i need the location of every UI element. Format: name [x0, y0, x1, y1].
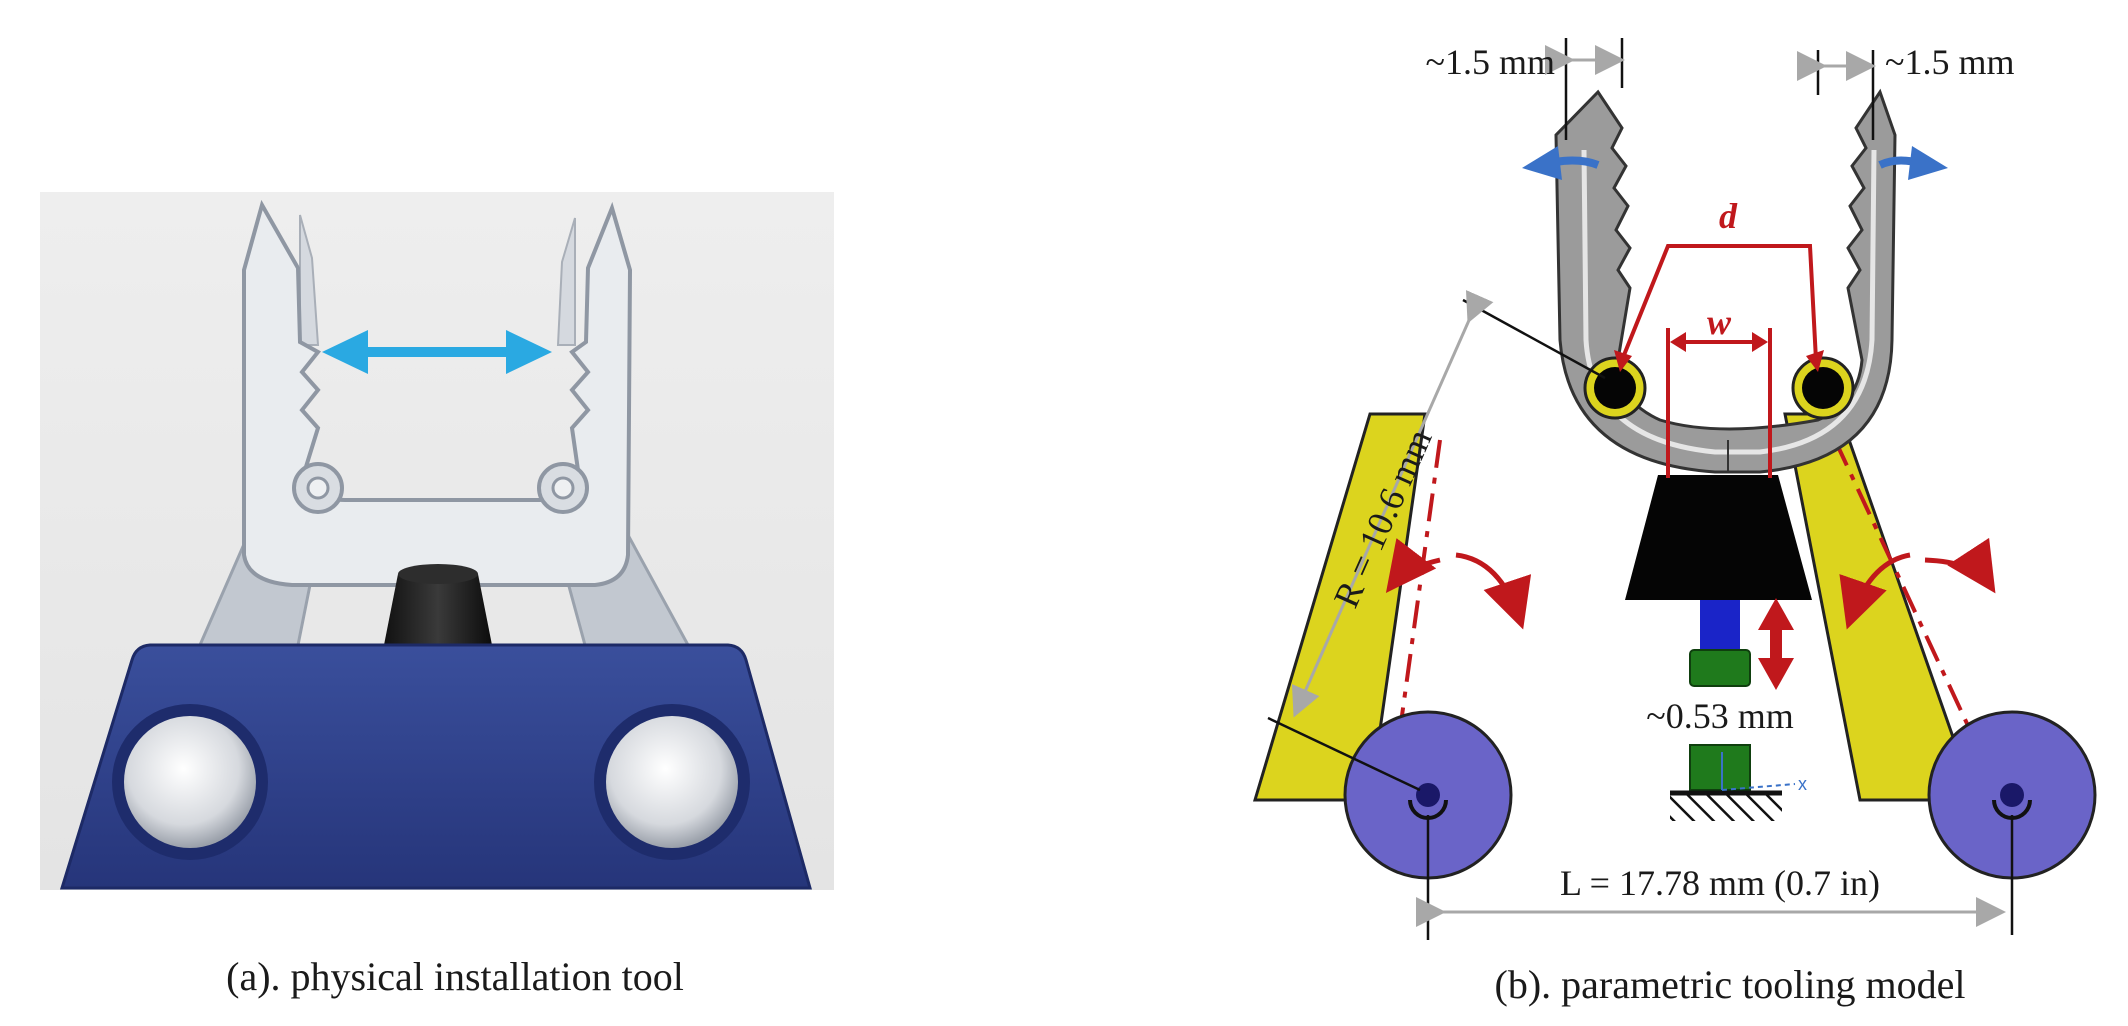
plunger: [384, 574, 492, 645]
jaw-opening-arrow: [322, 330, 552, 374]
right-blue-arrow: [1878, 146, 1948, 180]
radius-leader-bottom: [1267, 716, 1421, 792]
w-label: w: [1707, 302, 1732, 342]
plunger-cone: [1625, 475, 1812, 600]
ground-hatch: [1670, 795, 1782, 821]
stroke-label: ~0.53 mm: [1646, 696, 1793, 736]
plunger-collar: [1689, 649, 1751, 687]
base-block: [1689, 744, 1751, 791]
panel-a-photo: [40, 192, 834, 890]
left-blue-arrow: [1522, 146, 1600, 180]
radius-dimension: [1291, 289, 1494, 718]
right-rear-tine: [556, 217, 576, 346]
axis-x-label: x: [1798, 774, 1807, 794]
left-pin: [1594, 367, 1636, 409]
left-lens: [124, 716, 256, 848]
plunger-stem: [1700, 600, 1740, 650]
right-lens: [606, 716, 738, 848]
length-label: L = 17.78 mm (0.7 in): [1560, 863, 1880, 903]
d-label: d: [1719, 196, 1738, 236]
right-gap-label: ~1.5 mm: [1885, 42, 2014, 82]
caption-b: (b). parametric tooling model: [1495, 962, 1966, 1007]
d-dimension: [1614, 244, 1824, 372]
right-pin: [1802, 367, 1844, 409]
stroke-arrow: [1758, 598, 1794, 690]
panel-b-model: x R = 10.6 mm L = 17.78 mm (0.7 in) ~1.5…: [1252, 38, 2097, 940]
w-dimension: [1666, 328, 1772, 478]
left-gap-label: ~1.5 mm: [1426, 42, 1555, 82]
right-rotation-arrow: [1839, 552, 1911, 630]
left-rotation-arrow: [1455, 552, 1532, 630]
caption-a: (a). physical installation tool: [226, 954, 684, 999]
